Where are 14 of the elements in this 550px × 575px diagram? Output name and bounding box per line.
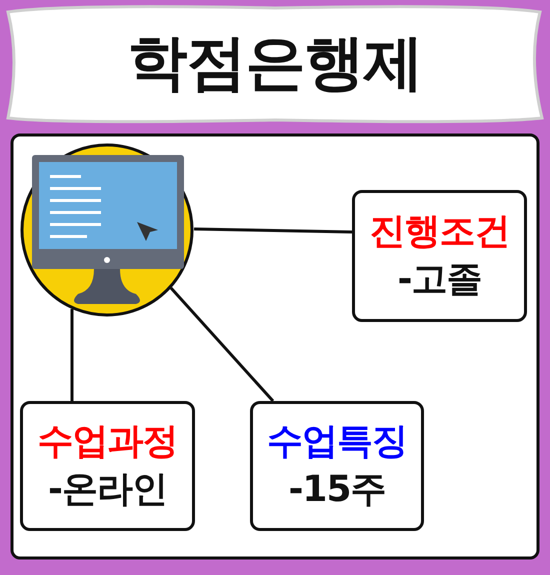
box-value: -15주 [288, 468, 386, 512]
text-box [352, 190, 527, 322]
connector-line [170, 287, 274, 402]
box-heading: 수업과정 [38, 420, 178, 464]
box-heading: 진행조건 [370, 210, 510, 254]
text-box [250, 401, 424, 531]
computer-drawing [20, 142, 194, 318]
box-heading: 수업특징 [267, 420, 407, 464]
text-box [20, 401, 195, 531]
title: 학점은행제 [128, 26, 422, 100]
box-value: -온라인 [48, 468, 167, 512]
connector-line [70, 309, 74, 401]
connector-line [194, 228, 352, 234]
box-value: -고졸 [398, 258, 482, 302]
